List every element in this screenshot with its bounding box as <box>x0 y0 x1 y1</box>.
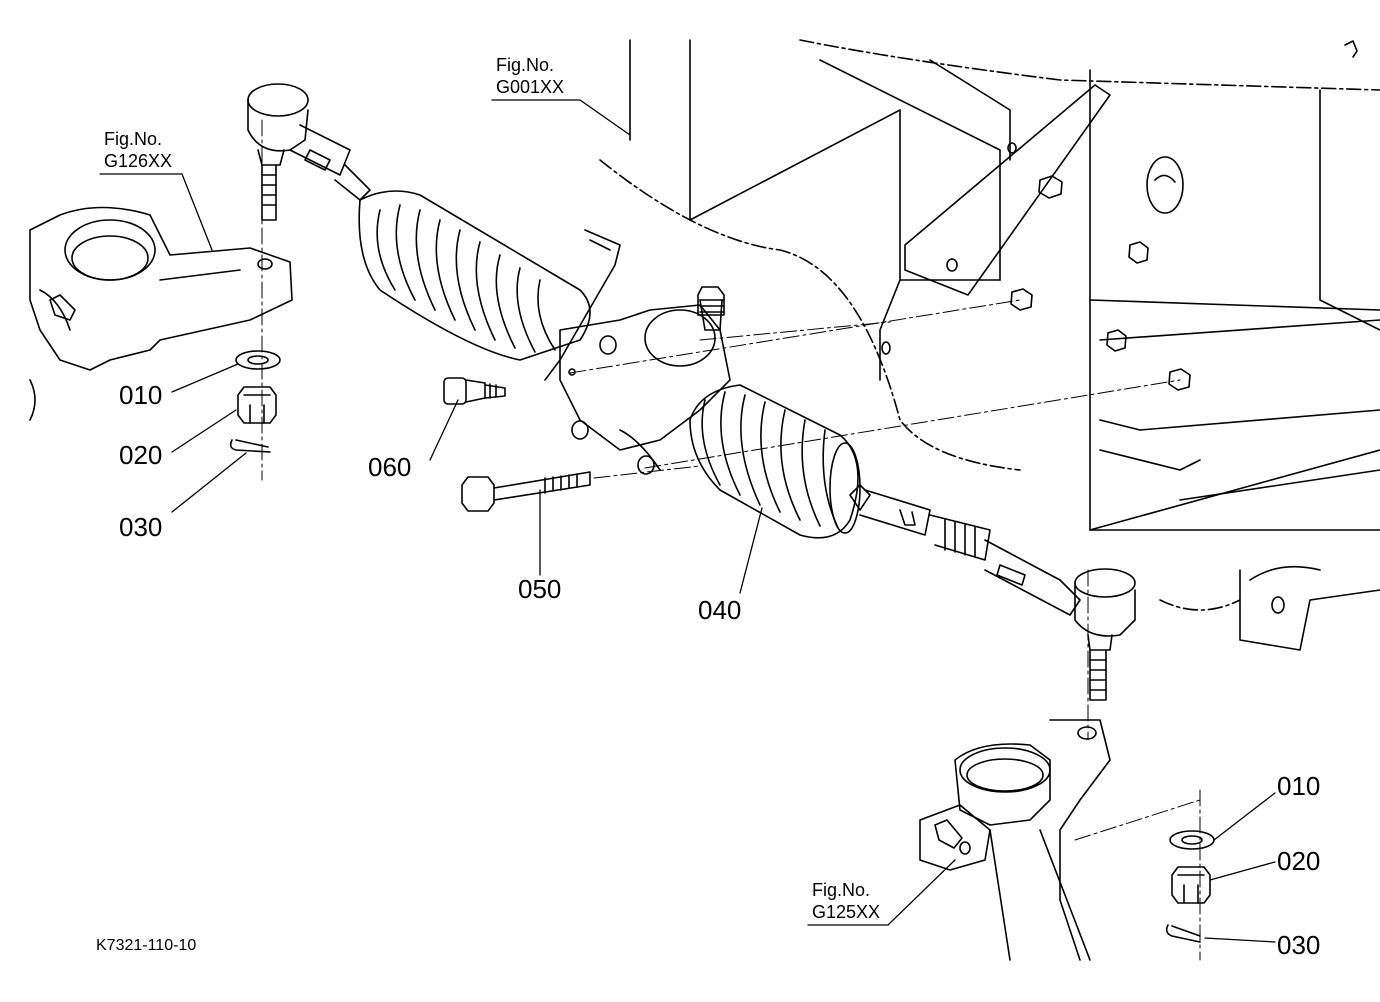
right-washer <box>1169 830 1215 850</box>
part-label-left-020[interactable]: 020 <box>119 440 163 470</box>
right-castle-nut <box>1171 866 1211 904</box>
part-label-right-010[interactable]: 010 <box>1277 771 1321 801</box>
right-tie-rod-end <box>1074 568 1136 701</box>
fig-ref-g125xx-prefix: Fig.No. <box>812 880 871 900</box>
fig-ref-g126xx[interactable]: Fig.No. G126XX <box>104 128 172 172</box>
part-label-right-030[interactable]: 030 <box>1277 930 1321 960</box>
part-label-left-030[interactable]: 030 <box>119 512 163 542</box>
part-label-060[interactable]: 060 <box>368 452 412 482</box>
fig-ref-g001xx-number: G001XX <box>496 77 565 97</box>
frame-outline <box>599 39 1380 651</box>
bolt-050 <box>461 465 701 512</box>
right-rack-boot <box>689 384 861 539</box>
part-label-040[interactable]: 040 <box>698 595 742 625</box>
left-tie-rod-end <box>247 83 371 221</box>
left-rack-boot <box>358 190 591 361</box>
fig-ref-g126xx-prefix: Fig.No. <box>104 129 163 149</box>
right-tie-rod <box>849 484 1081 616</box>
left-washer <box>235 350 281 370</box>
left-cotter-pin <box>229 439 271 453</box>
right-knuckle-arm <box>919 719 1111 961</box>
leader-lines <box>99 99 1276 943</box>
drawing-code: K7321-110-10 <box>96 937 197 954</box>
fig-ref-g125xx-number: G125XX <box>812 902 881 922</box>
left-knuckle-arm <box>29 206 293 421</box>
steering-gear-housing <box>544 229 731 475</box>
left-castle-nut <box>237 386 277 424</box>
fig-ref-g001xx[interactable]: Fig.No. G001XX <box>496 54 564 98</box>
fig-ref-g125xx[interactable]: Fig.No. G125XX <box>812 879 880 923</box>
part-label-050[interactable]: 050 <box>518 574 562 604</box>
part-label-left-010[interactable]: 010 <box>119 380 163 410</box>
fig-ref-g001xx-prefix: Fig.No. <box>496 55 555 75</box>
fig-ref-g126xx-number: G126XX <box>104 151 173 171</box>
part-label-right-020[interactable]: 020 <box>1277 846 1321 876</box>
bolt-060 <box>443 377 506 405</box>
right-cotter-pin <box>1165 924 1201 943</box>
